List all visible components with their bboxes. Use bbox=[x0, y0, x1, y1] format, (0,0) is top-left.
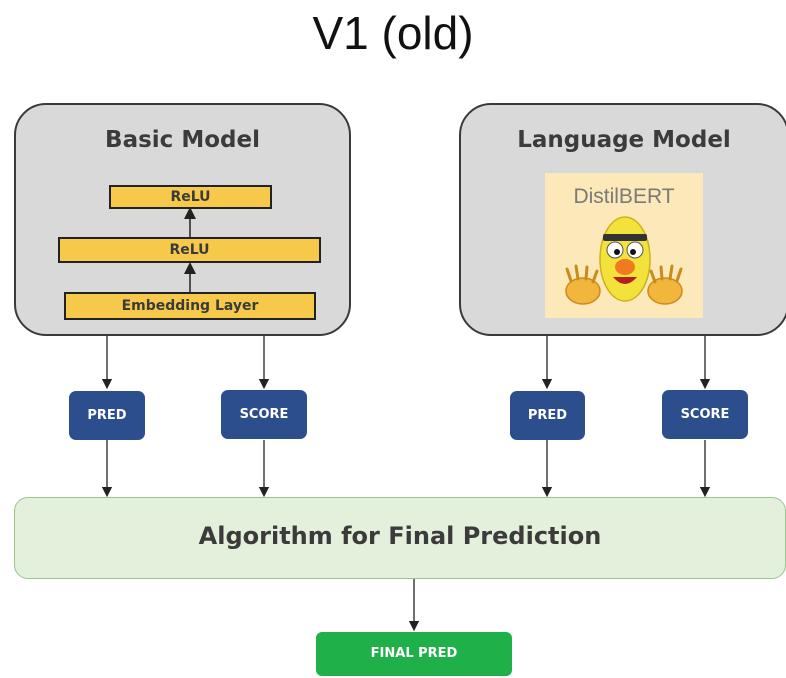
final-pred-node: FINAL PRED bbox=[316, 632, 512, 676]
algorithm-box: Algorithm for Final Prediction bbox=[14, 497, 786, 579]
distilbert-logo: DistilBERT bbox=[545, 173, 703, 318]
diagram-title: V1 (old) bbox=[312, 7, 474, 59]
language-score-node: SCORE bbox=[662, 390, 748, 439]
embedding-layer: Embedding Layer bbox=[64, 292, 316, 320]
basic-model-title: Basic Model bbox=[105, 127, 260, 153]
language-pred-node: PRED bbox=[510, 391, 585, 440]
algorithm-label: Algorithm for Final Prediction bbox=[198, 522, 602, 550]
language-model-title: Language Model bbox=[517, 127, 731, 153]
distilbert-label: DistilBERT bbox=[573, 185, 675, 208]
bert-character-icon bbox=[565, 216, 683, 305]
basic-pred-node: PRED bbox=[69, 391, 145, 440]
basic-score-node: SCORE bbox=[221, 390, 307, 439]
relu-layer-top: ReLU bbox=[109, 185, 272, 209]
